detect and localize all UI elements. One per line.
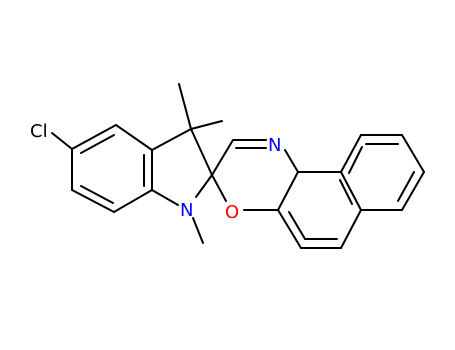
bond <box>113 189 153 213</box>
aromatic-inner-bond <box>348 146 363 174</box>
aromatic-inner-bond <box>80 185 114 204</box>
bond <box>340 209 362 249</box>
bond-c2-n1 <box>195 174 213 198</box>
bond-c2-c3prime <box>211 139 234 176</box>
bond <box>401 134 425 173</box>
bond-c2-o <box>211 174 227 202</box>
indoline-nitrogen-label: N <box>180 200 193 221</box>
bond-n-c <box>284 149 299 173</box>
bond <box>277 209 302 249</box>
naphthalene-ring-a <box>277 171 362 249</box>
oxazine-nitrogen-label: N <box>268 135 281 156</box>
bond <box>340 134 362 173</box>
indoline-pyrrole-ring <box>151 128 213 206</box>
methyl-bond <box>178 83 192 130</box>
bond <box>340 171 362 211</box>
bond-c3-c2 <box>190 128 213 176</box>
chlorine-atom-label: Cl <box>30 121 48 142</box>
methyl-bond-n <box>192 217 204 244</box>
bond <box>115 124 153 151</box>
aromatic-inner-bond <box>288 211 306 240</box>
aromatic-inner-bond <box>397 171 415 202</box>
bond <box>71 189 115 213</box>
bond-n1-c7a <box>151 189 179 206</box>
aromatic-inner-bond <box>339 179 353 205</box>
oxazine-oxygen-label: O <box>225 202 239 223</box>
bond <box>277 171 299 211</box>
naphthalene-ring-b <box>340 134 425 211</box>
aromatic-inner-bond <box>80 134 115 154</box>
oxazine-ring <box>211 139 299 211</box>
bond <box>71 124 117 150</box>
methyl-bond <box>190 120 223 130</box>
bond-cl-c5 <box>51 132 73 150</box>
bond-c3a-c3 <box>151 128 192 151</box>
indoline-benzene-ring <box>71 124 153 213</box>
bond <box>401 171 425 211</box>
